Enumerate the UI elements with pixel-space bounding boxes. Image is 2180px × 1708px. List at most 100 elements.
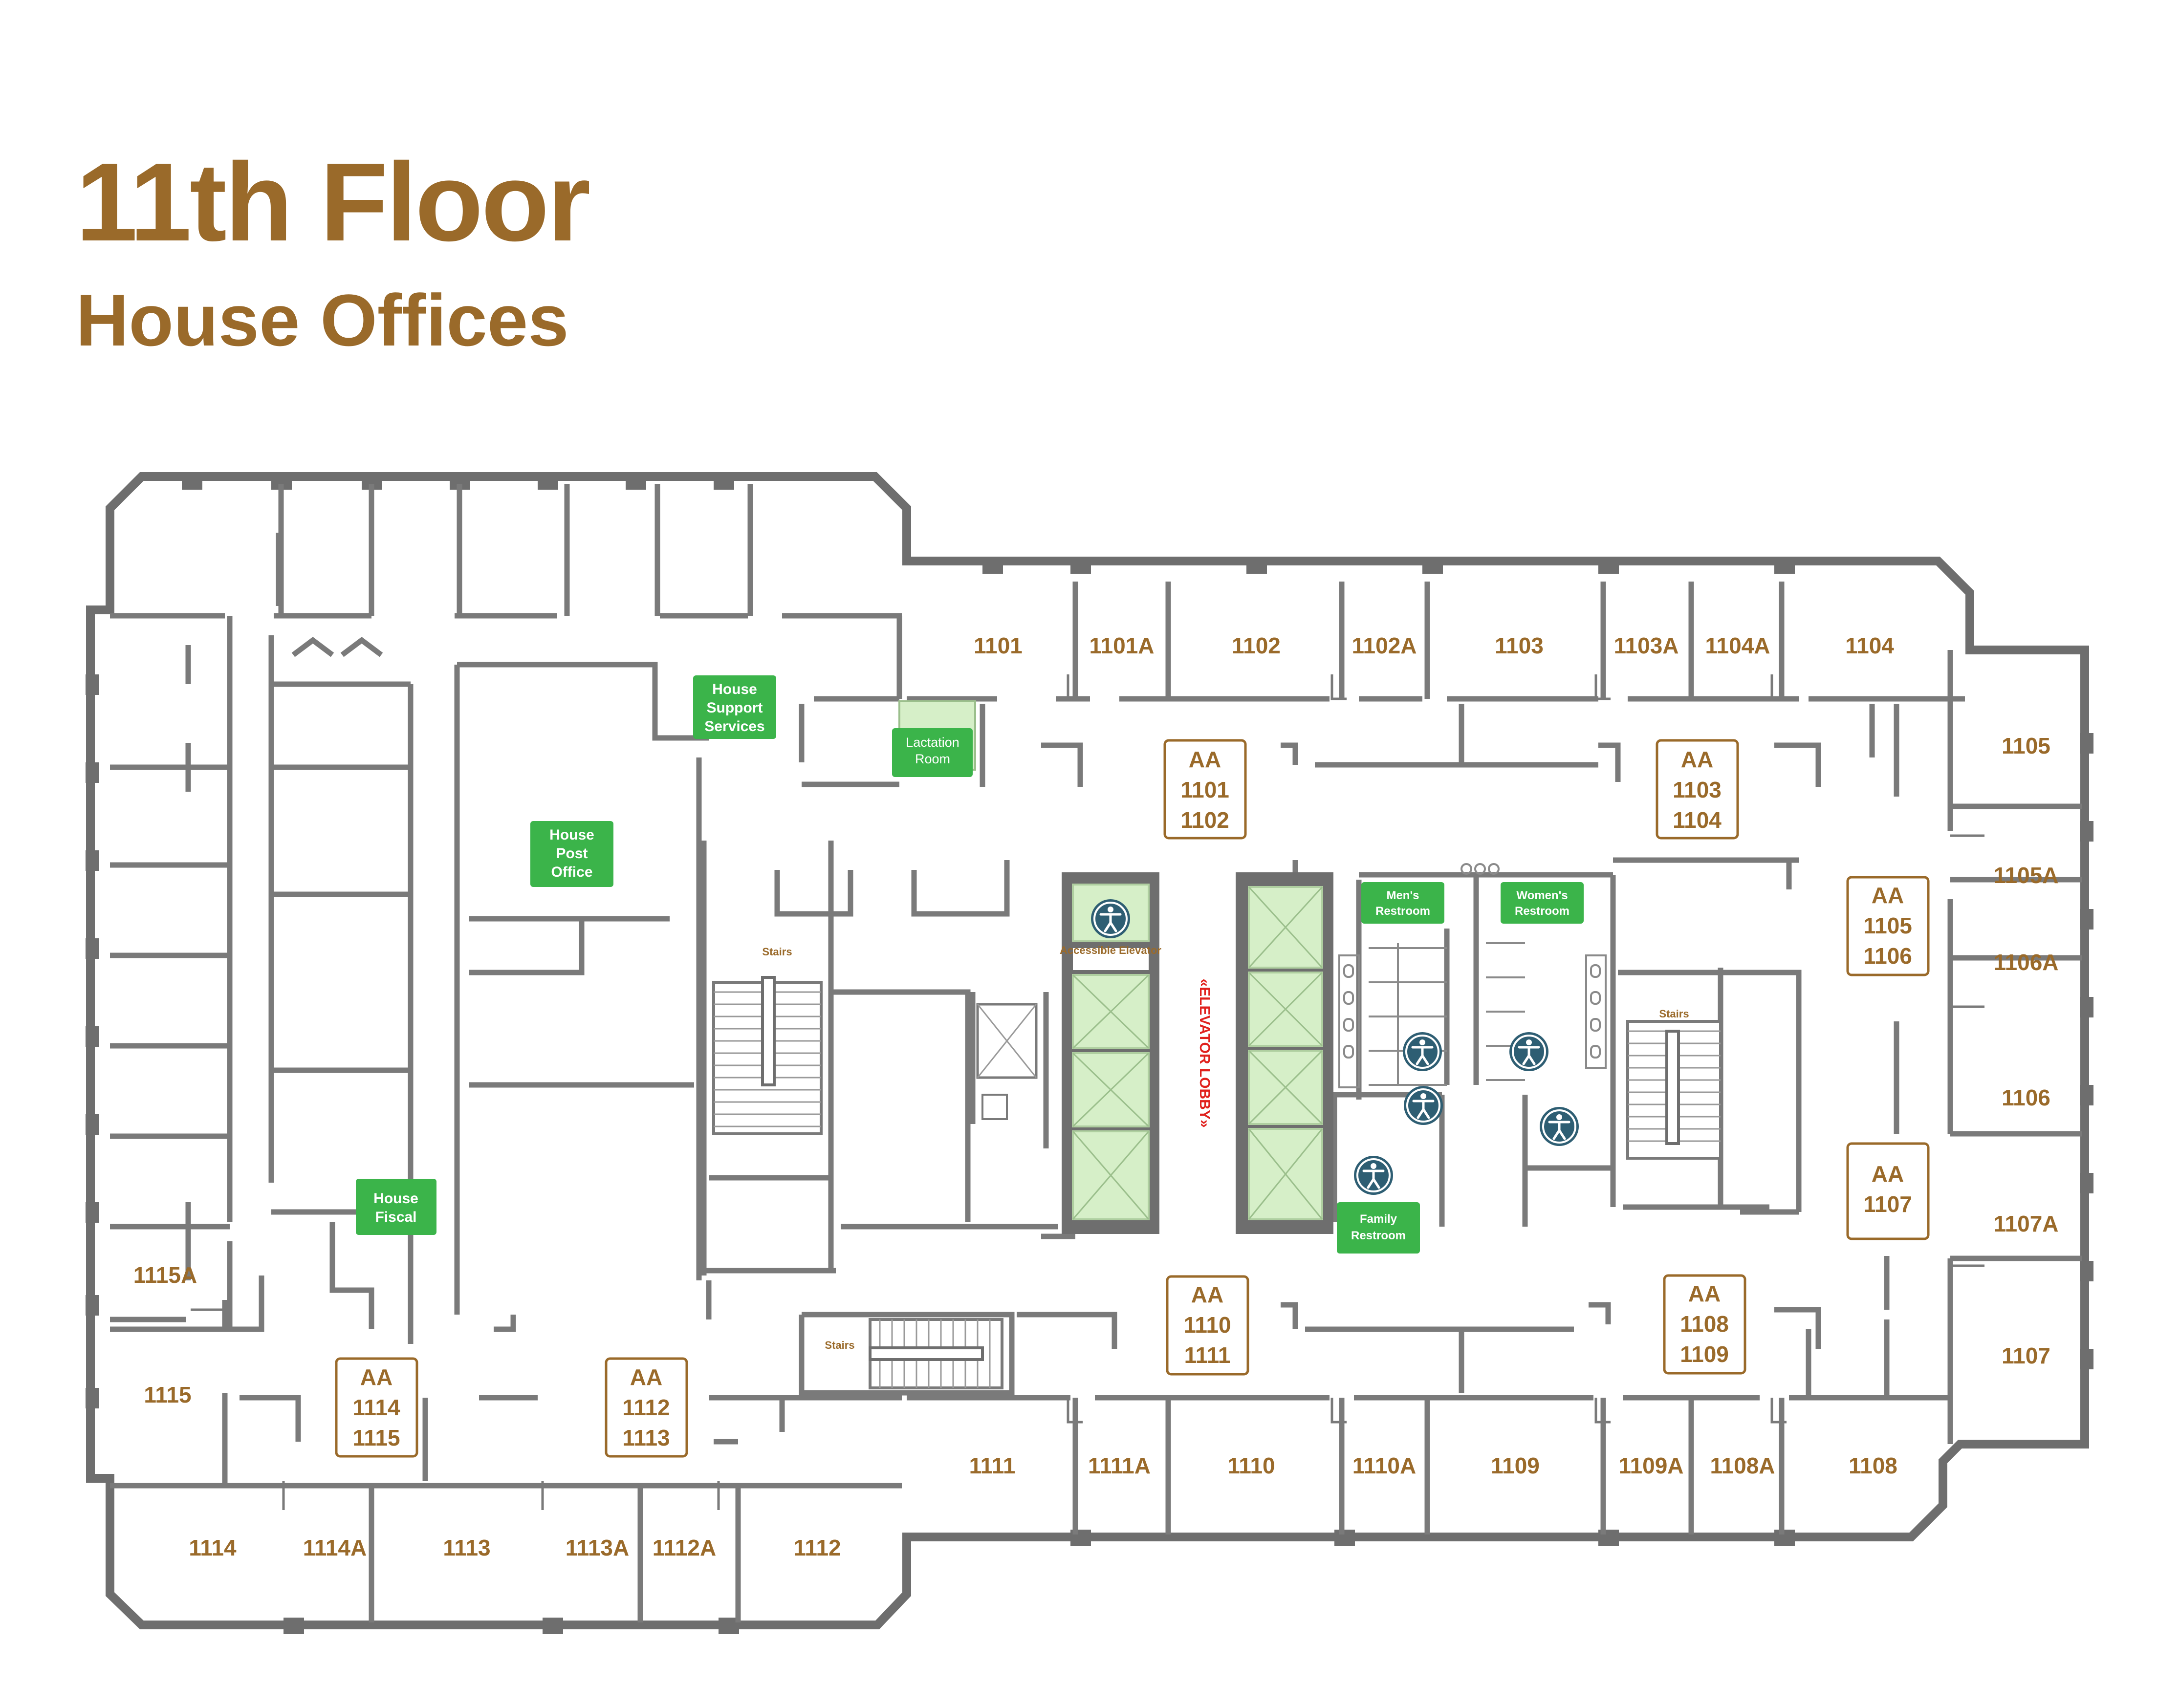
room-label: 1102A — [1352, 633, 1417, 658]
stairs-label: Stairs — [762, 946, 792, 958]
room-label: 1108A — [1710, 1453, 1775, 1478]
room-label: 1106A — [1993, 950, 2058, 975]
amenity-house-fiscal: House Fiscal — [356, 1179, 436, 1235]
amenity-womens-restroom: Women's Restroom — [1501, 882, 1584, 924]
accessibility-icon — [1354, 1156, 1393, 1195]
aa-line: 1106 — [1863, 943, 1912, 969]
aa-line: 1101 — [1180, 777, 1229, 802]
aa-box: AA 1112 1113 — [605, 1357, 688, 1458]
amenity-mens-restroom: Men's Restroom — [1361, 882, 1444, 924]
aa-line: 1115 — [352, 1425, 400, 1450]
room-label: 1112 — [793, 1535, 841, 1560]
room-label: 1115 — [144, 1382, 191, 1407]
aa-line: 1104 — [1673, 807, 1722, 833]
aa-line: 1108 — [1680, 1311, 1729, 1337]
support-label-1: House — [712, 681, 757, 697]
stairs-label: Stairs — [825, 1339, 854, 1351]
interior-walls — [110, 484, 2082, 1622]
aa-line: AA — [1688, 1281, 1721, 1306]
stairs-label: Stairs — [1659, 1008, 1689, 1020]
post-label-3: Office — [551, 864, 592, 880]
aa-line: 1103 — [1673, 777, 1722, 802]
room-label: 1111A — [1088, 1453, 1151, 1478]
room-label: 1109 — [1491, 1453, 1540, 1478]
amenity-lactation-room: Lactation Room — [892, 700, 976, 777]
elevator-bank-east — [1236, 872, 1333, 1234]
stairs-east — [1626, 1020, 1722, 1160]
family-label-2: Restroom — [1351, 1229, 1406, 1242]
room-label: 1104 — [1845, 633, 1894, 658]
post-label-1: House — [549, 827, 594, 843]
mens-label-1: Men's — [1386, 889, 1419, 902]
title-block: 11th Floor House Offices — [76, 140, 590, 361]
door-markers — [191, 674, 1984, 1510]
room-label: 1114A — [303, 1535, 367, 1560]
lactation-label-2: Room — [915, 752, 950, 766]
room-label: 1106 — [2002, 1085, 2050, 1110]
elevator-lobby-label: «ELEVATOR LOBBY» — [1197, 978, 1213, 1127]
aa-box: AA 1105 1106 — [1846, 876, 1930, 976]
room-numbers: 1101 1101A 1102 1102A 1103 1103A 1104A 1… — [133, 633, 2059, 1560]
room-label: 1110A — [1352, 1453, 1416, 1478]
amenity-family-restroom: Family Restroom — [1337, 1202, 1420, 1254]
room-label: 1114 — [189, 1535, 237, 1560]
accessibility-icon — [1404, 1086, 1443, 1125]
lactation-label-1: Lactation — [906, 735, 959, 750]
accessible-elevator-label: Accessible Elevator — [1060, 944, 1161, 956]
aa-line: 1105 — [1863, 913, 1912, 938]
room-label: 1109A — [1618, 1453, 1683, 1478]
aa-line: 1102 — [1180, 807, 1229, 833]
aa-line: AA — [1189, 747, 1221, 772]
post-label-2: Post — [556, 845, 588, 862]
accessibility-icon — [1091, 899, 1130, 938]
room-label: 1111 — [969, 1453, 1016, 1478]
stairs-west — [712, 976, 823, 1135]
aa-line: 1107 — [1863, 1191, 1912, 1217]
aa-line: AA — [1681, 747, 1713, 772]
room-label: 1104A — [1705, 633, 1770, 658]
accessibility-icon — [1509, 1032, 1548, 1071]
aa-box: AA 1110 1111 — [1166, 1275, 1249, 1376]
support-label-3: Services — [704, 718, 764, 735]
floor-subtitle: House Offices — [76, 279, 569, 361]
support-label-2: Support — [707, 700, 763, 716]
mens-label-2: Restroom — [1375, 905, 1430, 918]
room-label: 1107A — [1993, 1211, 2058, 1236]
fiscal-label-1: House — [373, 1190, 418, 1207]
fiscal-label-2: Fiscal — [375, 1209, 416, 1225]
aa-box: AA 1108 1109 — [1663, 1274, 1746, 1375]
room-label: 1105 — [2002, 733, 2050, 758]
outer-walls — [86, 472, 2089, 1629]
room-label: 1108 — [1849, 1453, 1897, 1478]
mechanical-shaft — [976, 1003, 1038, 1120]
room-label: 1103 — [1495, 633, 1544, 658]
aa-box: AA 1101 1102 — [1163, 739, 1247, 840]
womens-label-1: Women's — [1516, 889, 1568, 902]
room-label: 1101A — [1089, 633, 1154, 658]
restroom-fixtures — [1338, 863, 1607, 1088]
aa-line: AA — [360, 1364, 392, 1390]
room-label: 1113A — [566, 1535, 629, 1560]
aa-box: AA 1107 — [1846, 1142, 1930, 1240]
accessibility-icon — [1403, 1032, 1442, 1071]
room-label: 1113 — [443, 1535, 490, 1560]
aa-line: 1113 — [622, 1425, 670, 1450]
aa-line: AA — [1191, 1282, 1223, 1307]
room-label: 1112A — [653, 1535, 716, 1560]
aa-line: AA — [1872, 883, 1904, 908]
aa-line: 1114 — [352, 1395, 400, 1420]
aa-line: 1111 — [1184, 1342, 1231, 1368]
floor-title: 11th Floor — [76, 140, 590, 264]
accessibility-icon — [1540, 1107, 1579, 1146]
aa-line: 1110 — [1183, 1312, 1231, 1338]
amenity-house-support-services: House Support Services — [693, 675, 776, 739]
room-label: 1102 — [1232, 633, 1281, 658]
room-label: 1101 — [974, 633, 1023, 658]
family-label-1: Family — [1360, 1212, 1397, 1226]
stairs-south — [869, 1318, 1003, 1389]
aa-line: AA — [1872, 1161, 1904, 1187]
room-label: 1103A — [1613, 633, 1679, 658]
aa-line: 1109 — [1680, 1341, 1729, 1367]
aa-line: AA — [630, 1364, 662, 1390]
